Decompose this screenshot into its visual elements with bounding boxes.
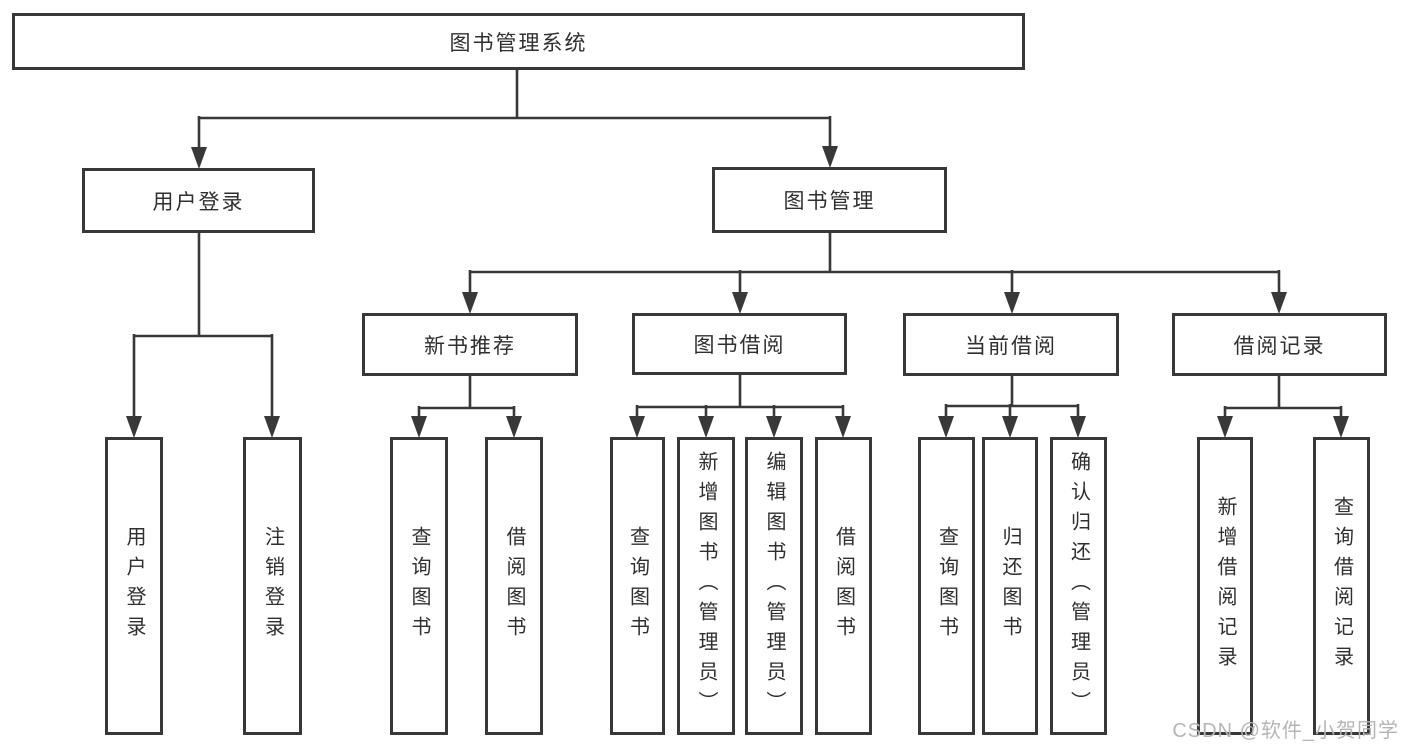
node-book-management: 图书管理 [712,167,947,233]
leaf-confirm-return-admin: 确认归还（管理员） [1050,437,1107,735]
node-label: 注销登录 [261,526,284,646]
leaf-return-books: 归还图书 [982,437,1038,735]
leaf-query-books-borrowing: 查询图书 [610,437,665,735]
node-label: 当前借阅 [965,334,1057,358]
leaf-query-books-recommend: 查询图书 [390,437,448,735]
watermark: CSDN @软件_小贺同学 [1172,720,1399,742]
node-label: 查询图书 [408,526,430,646]
leaf-query-books-current: 查询图书 [918,437,975,735]
leaf-user-login: 用户登录 [105,437,163,735]
node-label: 查询图书 [935,526,958,646]
node-label: 确认归还（管理员） [1067,451,1090,721]
leaf-edit-books-admin: 编辑图书（管理员） [745,437,803,735]
node-label: 查询图书 [626,526,649,646]
node-label: 借阅图书 [832,526,855,646]
node-book-borrowing: 图书借阅 [632,313,847,375]
node-label: 查询借阅记录 [1330,496,1353,676]
node-label: 借阅图书 [503,526,525,646]
node-user-login: 用户登录 [82,168,315,233]
node-label: 新增借阅记录 [1214,496,1236,676]
node-label: 新书推荐 [424,334,516,358]
node-library-system: 图书管理系统 [12,13,1025,70]
node-label: 借阅记录 [1233,334,1326,358]
node-current-borrowing: 当前借阅 [903,313,1119,376]
node-borrow-records: 借阅记录 [1172,313,1387,376]
node-label: 图书管理系统 [449,31,588,55]
leaf-add-books-admin: 新增图书（管理员） [677,437,735,735]
node-label: 用户登录 [123,526,145,646]
node-label: 新增图书（管理员） [695,451,717,721]
node-label: 图书借阅 [693,334,786,357]
node-label: 归还图书 [999,526,1021,646]
leaf-add-borrow-record: 新增借阅记录 [1197,437,1253,735]
leaf-borrow-books-recommend: 借阅图书 [485,437,543,735]
node-label: 图书管理 [783,190,876,213]
leaf-logout: 注销登录 [243,437,302,735]
node-label: 用户登录 [152,190,245,214]
node-label: 编辑图书（管理员） [763,451,785,721]
arrowheads [126,146,1349,438]
leaf-borrow-books-borrowing: 借阅图书 [815,437,872,735]
node-new-book-recommend: 新书推荐 [362,313,578,376]
leaf-query-borrow-record: 查询借阅记录 [1313,437,1370,735]
